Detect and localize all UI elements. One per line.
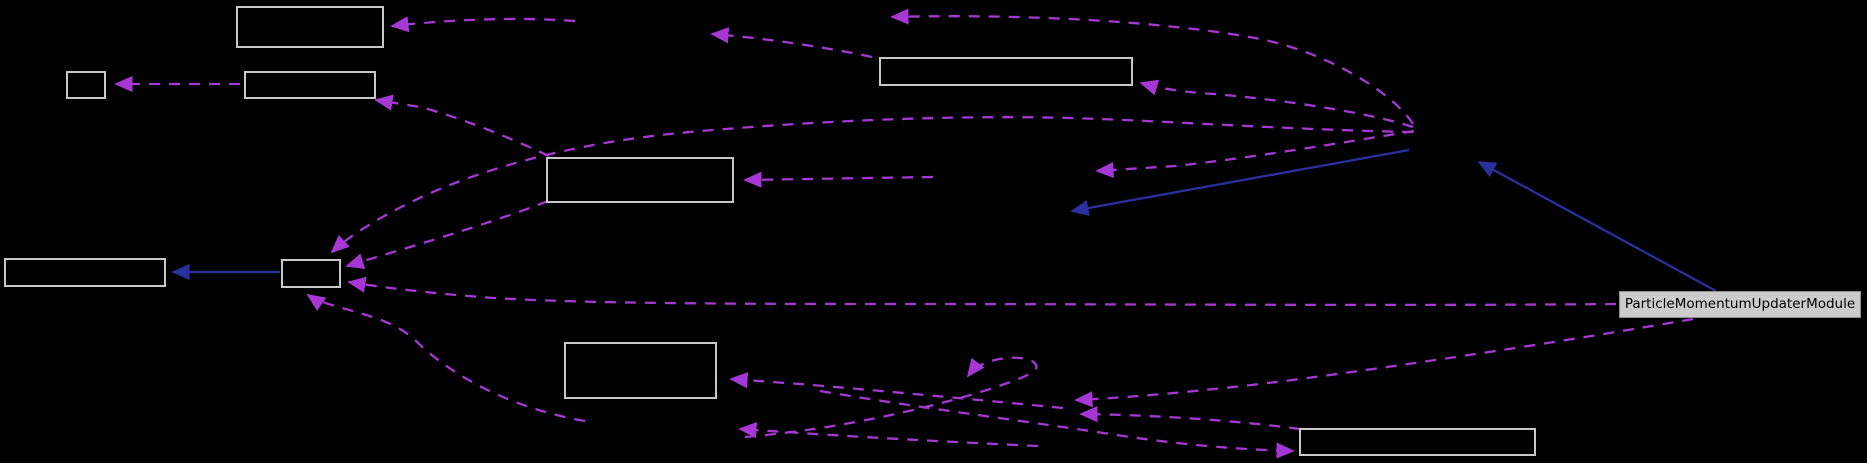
- hover-tooltip-label: ParticleMomentumUpdaterModule: [1619, 291, 1861, 318]
- edge-centerleft-corner-to-smallhub: [345, 199, 549, 269]
- edge-hub-to-smallhub-long: [330, 116, 1414, 254]
- node-small-left[interactable]: [66, 71, 106, 99]
- node-top-left[interactable]: [236, 6, 384, 48]
- edge-sweep-to-smallhub: [306, 293, 586, 423]
- node-hub-small[interactable]: [281, 259, 341, 288]
- edge-to-lowfloat: [738, 422, 1039, 448]
- edge-tooltip-to-rightfloat-upper: [1074, 317, 1694, 408]
- edge-bottomright-to-rightfloat-lower: [1079, 406, 1301, 431]
- edge-to-lowerleft: [729, 372, 1064, 410]
- edge-to-bottomright: [819, 389, 1295, 459]
- node-upper-left[interactable]: [244, 71, 376, 99]
- edge-to-centerleft: [743, 171, 934, 188]
- edge-tooltip-to-hub-solid: [1477, 160, 1717, 293]
- edge-hub-down-solid: [1070, 148, 1410, 217]
- edge-topfloat-fragment: [710, 27, 873, 59]
- edge-to-topleft: [390, 16, 576, 33]
- edge-centerleft-to-upperleft: [374, 94, 550, 158]
- node-top-center[interactable]: [879, 57, 1133, 86]
- edge-hub-to-midfloat: [1095, 129, 1415, 179]
- edges-layer: [114, 8, 1717, 459]
- edge-hub-to-topcenter: [1139, 79, 1414, 129]
- nodes-layer: [4, 6, 1536, 456]
- edge-tooltip-to-smallhub: [347, 276, 1617, 307]
- node-bottom-right[interactable]: [1299, 428, 1536, 456]
- node-center-left[interactable]: [546, 157, 734, 203]
- node-mid-left[interactable]: [4, 258, 166, 287]
- node-lower-left[interactable]: [564, 342, 717, 399]
- edge-loop-over: [744, 356, 1038, 439]
